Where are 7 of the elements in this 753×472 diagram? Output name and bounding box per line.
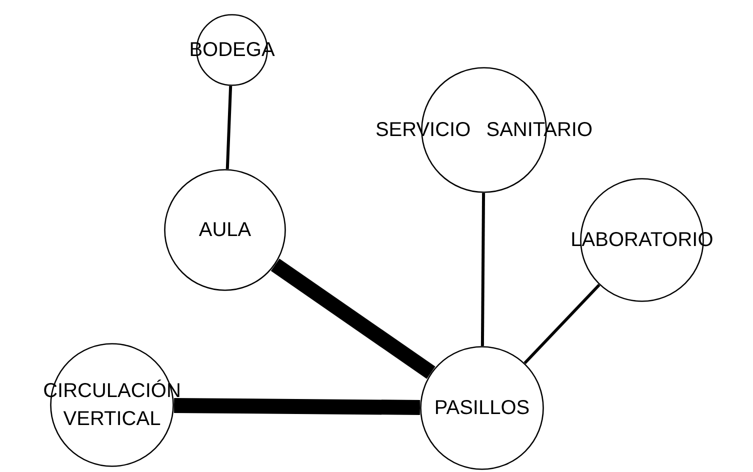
node-label: AULA — [198, 218, 252, 243]
connector-line — [524, 284, 600, 364]
thick-connector — [174, 398, 420, 415]
connector-line — [226, 86, 232, 170]
thick-connector — [270, 258, 436, 379]
connector-line — [480, 193, 486, 346]
node-label: PASILLOS — [434, 396, 530, 421]
